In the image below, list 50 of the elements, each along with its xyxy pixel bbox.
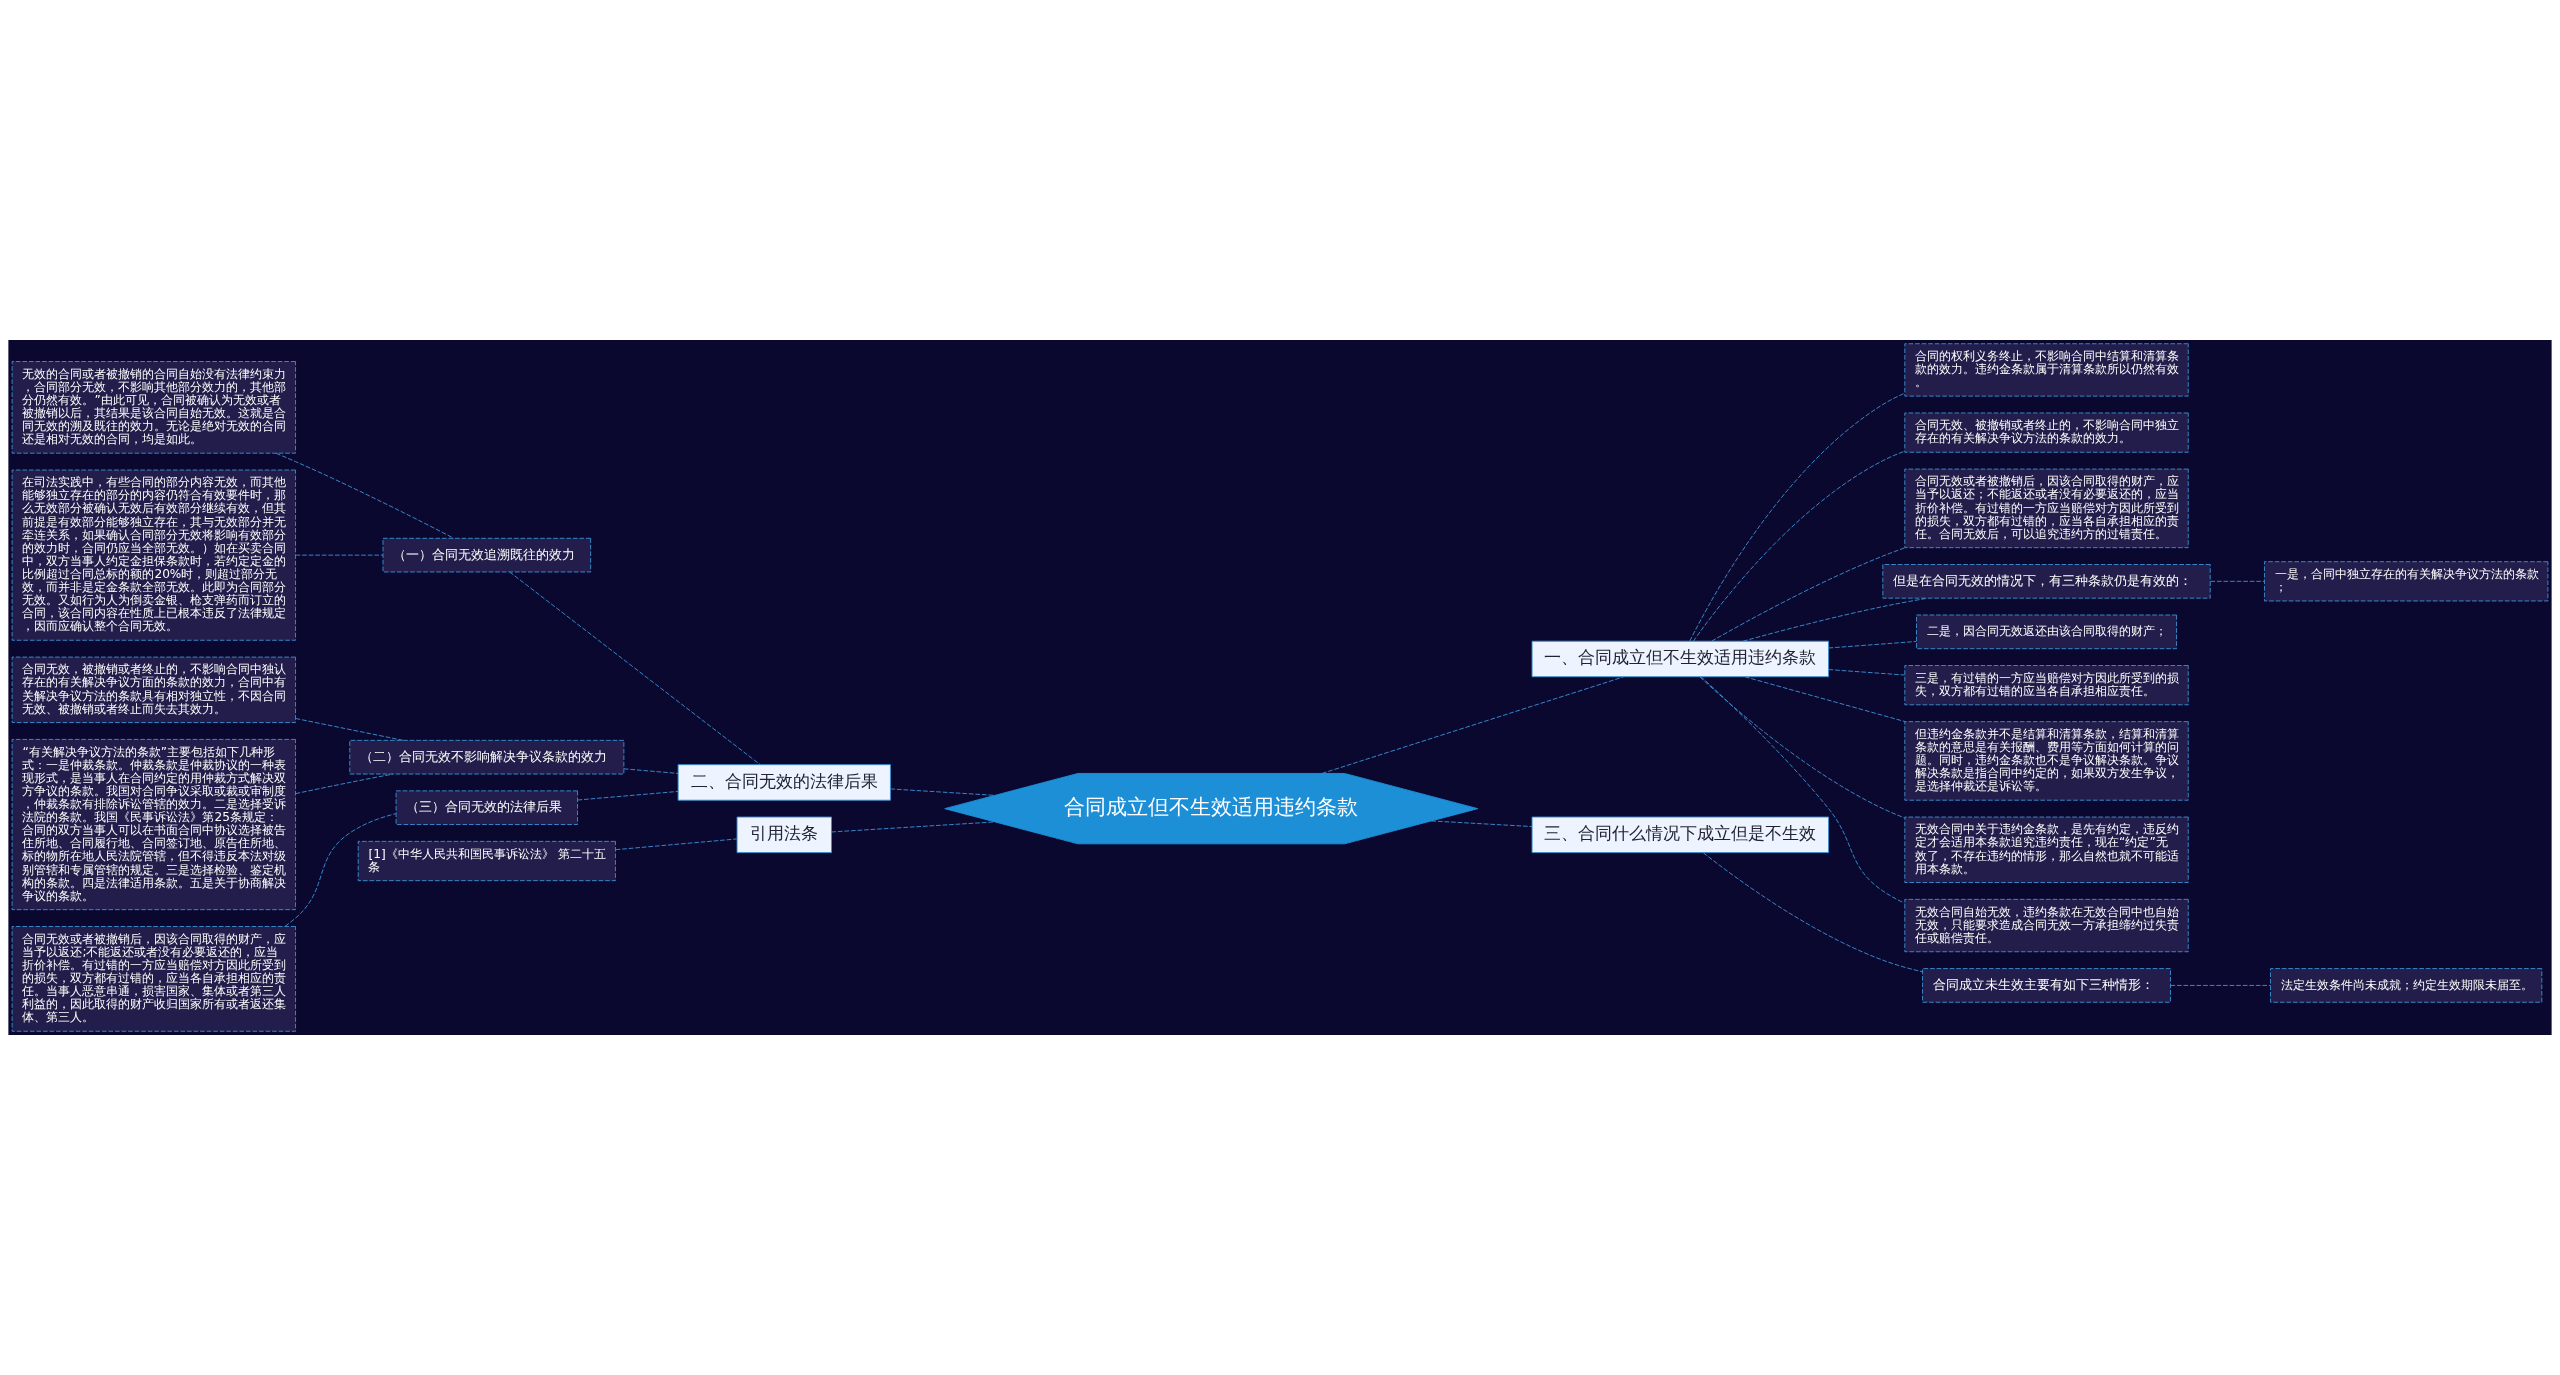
node-box: 合同无效或者被撤销后，因该合同取得的财产，应当予以返还；不能返还或者没有必要返还的，应当折价补偿。有过错的一方应当赔偿对方因此所受到的损失，双方都有过错的，应当各自承担相应的责任。合同无效后，可以追究违约方的过错责任。 [1904,468,2189,549]
connector [623,768,679,774]
node-box: 二、合同无效的法律后果 [677,764,891,801]
node-box: 无效的合同或者被撤销的合同自始没有法律约束力，合同部分无效，不影响其他部分效力的，其他部分仍然有效。”由此可见，合同被确认为无效或者被撤销以后，其结果是该合同自始无效。这就是合同无效的溯及既往的效力。无论是绝对无效的合同还是相对无效的合同，均是如此。 [11,361,296,454]
node-box: 无效合同自始无效，违约条款在无效合同中也自始无效，只能要求造成合同无效一方承担缔约过失责任或赔偿责任。 [1904,898,2189,953]
node-box: 法定生效条件尚未成就；约定生效期限未届至。 [2270,968,2543,1003]
node-box: [1]《中华人民共和国民事诉讼法》 第二十五条 [357,840,616,882]
node-box: 三、合同什么情况下成立但是不生效 [1531,816,1830,854]
node-box: 合同无效或者被撤销后，因该合同取得的财产，应当予以返还;不能返还或者没有必要返还的，应当折价补偿。有过错的一方应当赔偿对方因此所受到的损失，双方都有过错的，应当各自承担相应的责任。当事人恶意串通，损害国家、集体或者第三人利益的，因此取得的财产收归国家所有或者返还集体、第三人。 [11,926,296,1032]
connector [509,571,761,765]
connector [1430,820,1533,828]
node-box: 但是在合同无效的情况下，有三种条款仍是有效的： [1882,564,2211,599]
connector [295,554,384,556]
node-box: 合同的权利义务终止，不影响合同中结算和清算条款的效力。违约金条款属于清算条款所以仍然有效。 [1904,343,2189,397]
node-box: （一）合同无效追溯既往的效力 [382,537,592,573]
node-box: 无效合同中关于违约金条款，是先有约定，违反约定才会适用本条款追究违约责任，现在“约定”无效了，不存在违约的情形，那么自然也就不可能适用本条款。 [1904,816,2189,883]
node-box: 二是，因合同无效返还由该合同取得的财产； [1916,614,2177,650]
node-box: 三是，有过错的一方应当赔偿对方因此所受到的损失，双方都有过错的应当各自承担相应责任。 [1904,665,2189,706]
node-box: 合同无效、被撤销或者终止的，不影响合同中独立存在的有关解决争议方法的条款的效力。 [1904,412,2189,453]
connector [1744,676,1906,723]
node-box: （三）合同无效的法律后果 [395,790,579,825]
node-box: “有关解决争议方法的条款”主要包括如下几种形式：一是仲裁条款。仲裁条款是仲裁协议的一种表现形式，是当事人在合同约定的用仲裁方式解决双方争议的条款。我国对合同争议采取或裁或审制度，仲裁条款有排除诉讼管辖的效力。二是选择受诉法院的条款。我国《民事诉讼法》第25条规定：合同的双方当事人可以在书面合同中协议选择被告住所地、合同履行地、合同签订地、原告住所地、标的物所在地人民法院管辖，但不得违反本法对级别管辖和专属管辖的规定。三是选择检验、鉴定机构的条款。四是法律适用条款。五是关于协商解决争议的条款。 [11,738,296,911]
connector [1692,450,1905,642]
connector [1700,676,1905,904]
connector [2170,984,2271,986]
connector [615,838,738,851]
connector [1711,547,1906,642]
connector [1689,392,1906,642]
node-box: 但违约金条款并不是结算和清算条款，结算和清算条款的意思是有关报酬、费用等方面如何计算的问题。同时，违约金条款也不是争议解决条款。争议解决条款是指合同中约定的，如果双方发生争议，是选择仲裁还是诉讼等。 [1904,721,2189,801]
connector [1742,597,1928,642]
connector [1699,676,1905,819]
connector [2209,580,2265,582]
connector [1828,669,1906,676]
connector [295,718,404,741]
connector [275,452,455,539]
node-box: 引用法条 [736,816,832,854]
connector [1321,676,1625,774]
connector [1828,641,1917,649]
connector [284,813,397,927]
node-box: 一、合同成立但不生效适用违约条款 [1531,640,1830,678]
node-box: （二）合同无效不影响解决争议条款的效力 [349,739,625,775]
connector [295,773,394,795]
connector [1702,852,1923,973]
connector [577,790,679,801]
node-box: 一是，合同中独立存在的有关解决争议方法的条款； [2264,561,2549,602]
node-box: 合同无效，被撤销或者终止的，不影响合同中独认存在的有关解决争议方面的条款的效力，合同中有关解决争议方法的条款具有相对独立性，不因合同无效、被撤销或者终止而失去其效力。 [11,656,296,724]
connector [831,821,996,833]
node-box: 合同成立未生效主要有如下三种情形： [1922,968,2171,1003]
node-box: 在司法实践中，有些合同的部分内容无效，而其他能够独立存在的部分的内容仍符合有效要件时，那么无效部分被确认无效后有效部分继续有效，但其前提是有效部分能够独立存在，其与无效部分并无牵连关系，如果确认合同部分无效将影响有效部分的效力时，合同仍应当全部无效。）如在买卖合同中，双方当事人约定金担保条款时，若约定定金的比例超过合同总标的额的20%时，则超过部分无效，而并非是定金条款全部无效。此即为合同部分无效。又如行为人为倒卖金银、枪支弹药而订立的合同，该合同内容在性质上已根本违反了法律规定，因而应确认整个合同无效。 [11,469,296,641]
connector [890,788,996,796]
